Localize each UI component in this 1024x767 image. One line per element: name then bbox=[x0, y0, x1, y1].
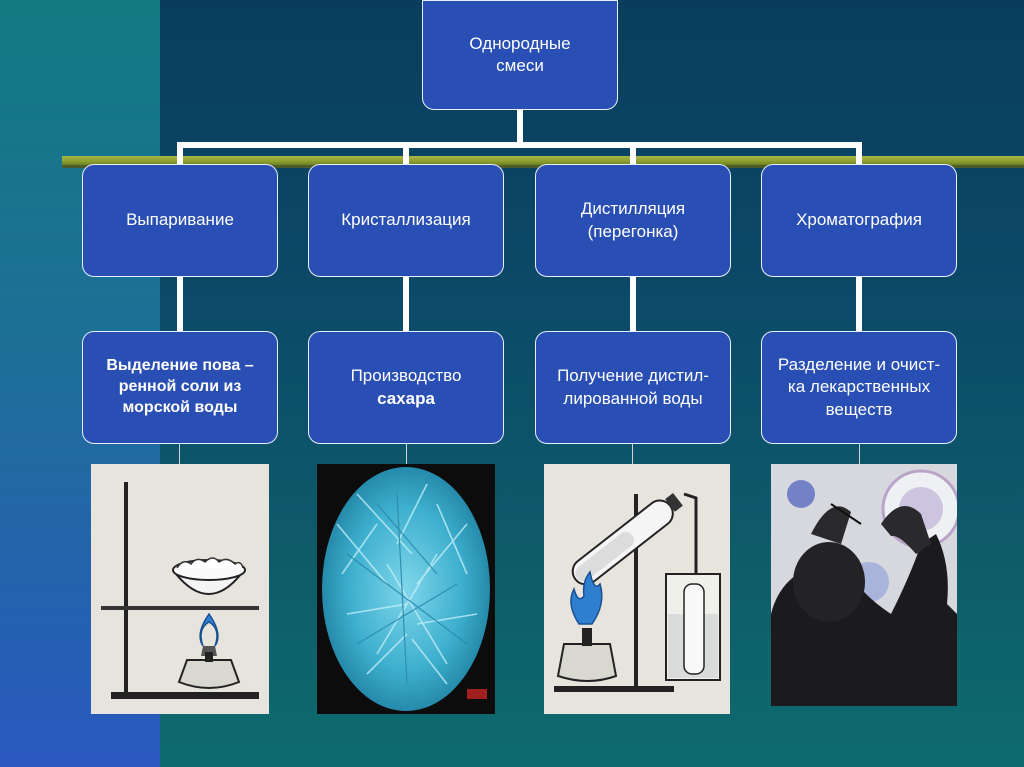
use-distilled-water: Получение дистил- лированной воды bbox=[535, 331, 731, 444]
use-medicine-purification: Разделение и очист- ка лекарственных вещ… bbox=[761, 331, 957, 444]
connector-use-3 bbox=[632, 443, 633, 465]
chromatography-scientist-image bbox=[771, 464, 957, 706]
evaporation-apparatus-image bbox=[91, 464, 269, 714]
connector-drop-1 bbox=[177, 142, 183, 166]
use-sugar-production: Производство сахара bbox=[308, 331, 504, 444]
method-chromatography: Хроматография bbox=[761, 164, 957, 277]
distillation-apparatus-image bbox=[544, 464, 730, 714]
use-sugar-line1: Производство bbox=[350, 366, 462, 386]
connector-use-4 bbox=[859, 443, 860, 465]
use-sugar-line2: сахара bbox=[377, 388, 435, 408]
connector-drop-4 bbox=[856, 142, 862, 166]
method-crystallization: Кристаллизация bbox=[308, 164, 504, 277]
connector-method-4 bbox=[856, 276, 862, 332]
method-evaporation: Выпаривание bbox=[82, 164, 278, 277]
connector-horizontal bbox=[177, 142, 862, 148]
method-distillation: Дистилляция (перегонка) bbox=[535, 164, 731, 277]
connector-method-1 bbox=[177, 276, 183, 332]
connector-method-2 bbox=[403, 276, 409, 332]
use-salt-extraction: Выделение пова – ренной соли из морской … bbox=[82, 331, 278, 444]
decorative-stripe bbox=[62, 156, 1024, 165]
connector-use-2 bbox=[406, 443, 407, 465]
connector-method-3 bbox=[630, 276, 636, 332]
connector-use-1 bbox=[179, 443, 180, 465]
connector-root-down bbox=[517, 108, 523, 144]
connector-drop-2 bbox=[403, 142, 409, 166]
blue-crystals-image bbox=[317, 464, 495, 714]
connector-drop-3 bbox=[630, 142, 636, 166]
root-node: Однородные смеси bbox=[422, 0, 618, 110]
